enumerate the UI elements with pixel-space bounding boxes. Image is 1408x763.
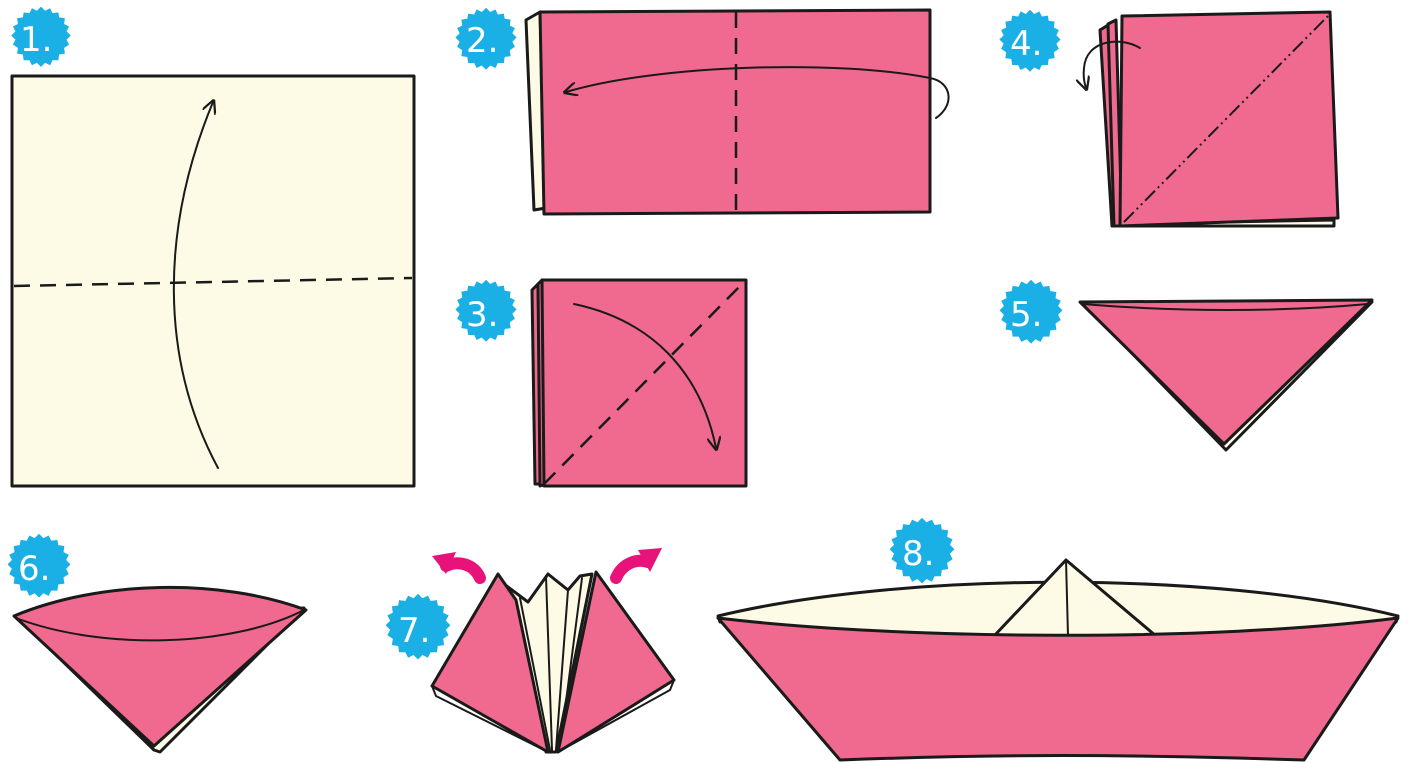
step-4-badge: 4.: [999, 9, 1061, 72]
step-7-badge: 7.: [385, 593, 451, 660]
mountain-fold-line: [1123, 15, 1329, 223]
step-3-badge: 3.: [455, 279, 517, 342]
step-6-paper-cone: [12, 585, 308, 754]
fold-back-arrow: [1084, 40, 1141, 88]
diagonal-fold-line: [543, 281, 745, 485]
fold-back-arrow: [566, 66, 950, 119]
step-2-paper-rectangle: [524, 8, 950, 216]
step-3-paper-square: [530, 278, 748, 488]
step-1: 1.: [10, 6, 416, 488]
step-7-label: 7.: [398, 611, 430, 651]
step-6: 6.: [7, 533, 308, 754]
step-2-badge: 2.: [455, 7, 517, 70]
fold-diagonal-arrow: [573, 303, 716, 448]
step-5-label: 5.: [1010, 295, 1042, 335]
step-8: 8.: [716, 517, 1400, 762]
horizontal-fold-line: [13, 276, 413, 288]
step-3: 3.: [455, 278, 748, 488]
pull-right-arrow: [610, 554, 654, 584]
step-6-badge: 6.: [7, 533, 71, 598]
step-8-paper-boat: [716, 558, 1400, 762]
step-3-label: 3.: [466, 295, 498, 335]
step-4-label: 4.: [1010, 24, 1042, 64]
pull-left-arrow: [440, 557, 486, 584]
step-5: 5.: [999, 279, 1374, 452]
step-7-paper-opening: [430, 548, 676, 754]
step-5-badge: 5.: [999, 279, 1063, 344]
step-4: 4.: [999, 9, 1340, 228]
step-1-badge: 1.: [11, 6, 71, 67]
step-2: 2.: [455, 7, 950, 216]
step-1-label: 1.: [20, 20, 52, 60]
step-4-paper-square: [1084, 10, 1340, 228]
step-1-paper-square: [10, 74, 416, 488]
step-8-badge: 8.: [889, 517, 955, 584]
fold-up-arrow: [172, 102, 219, 469]
step-5-paper-triangle: [1078, 298, 1374, 452]
step-2-label: 2.: [466, 21, 498, 61]
step-6-label: 6.: [18, 549, 50, 589]
step-7: 7.: [385, 548, 676, 754]
boat-hull: [716, 616, 1400, 762]
step-8-label: 8.: [902, 534, 934, 574]
